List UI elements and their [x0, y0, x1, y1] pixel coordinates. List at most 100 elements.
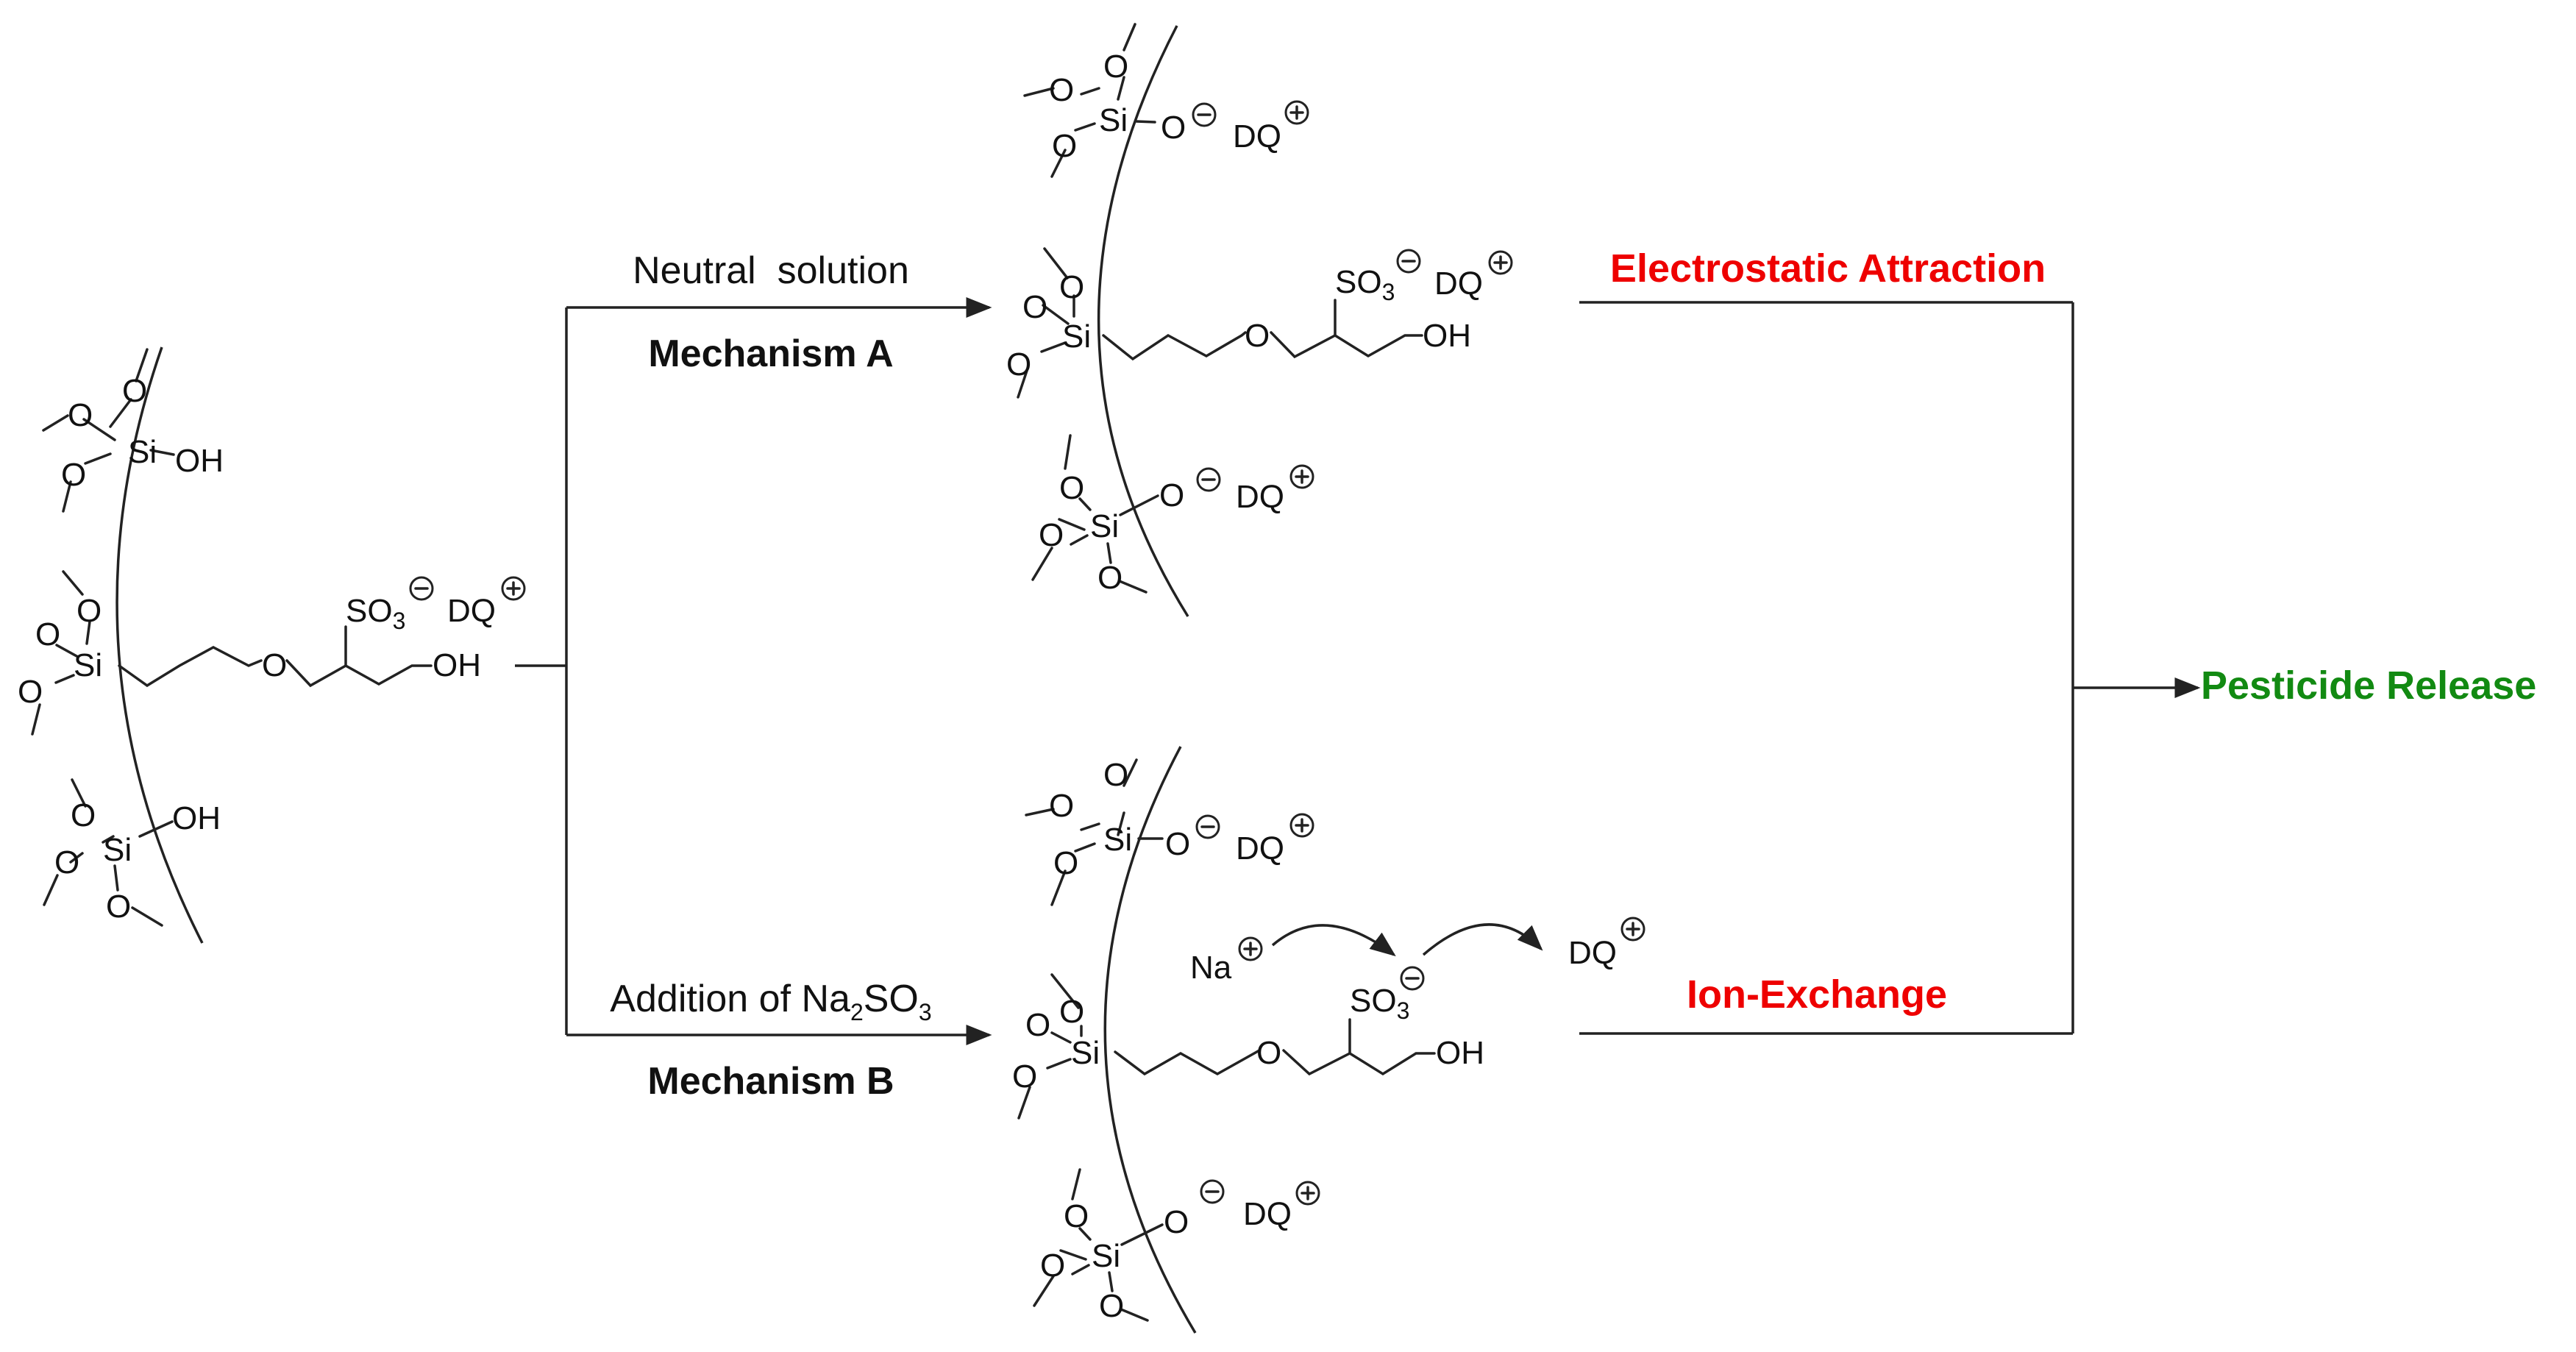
ether-o-atom: O	[1256, 1035, 1281, 1071]
o-atom: O	[1099, 1288, 1124, 1324]
result-a-label: Electrostatic Attraction	[1610, 246, 2046, 291]
plus-charge-icon	[501, 576, 526, 601]
plus-charge-icon	[1620, 917, 1645, 942]
o-atom: O	[1097, 560, 1122, 596]
o-atom: O	[1103, 49, 1128, 85]
o-atom: O	[1025, 1007, 1050, 1043]
plus-charge-icon	[1295, 1181, 1320, 1206]
o-atom: O	[71, 797, 96, 833]
sulfonate-linker-chain: O O O Si O OH SO3	[1012, 966, 1484, 1120]
o-atom: O	[1049, 788, 1074, 824]
mechanism-a-condition: Neutral solution	[633, 249, 909, 292]
minus-charge-icon	[1192, 102, 1217, 127]
sodium-ion-label: Na	[1190, 950, 1232, 986]
o-atom: O	[1164, 1204, 1189, 1240]
ether-o-atom: O	[262, 647, 287, 683]
hydroxyl-label: OH	[175, 443, 224, 479]
si-atom: Si	[1090, 508, 1119, 544]
o-atom: O	[106, 889, 131, 925]
si-atom: Si	[1071, 1035, 1100, 1071]
dq-label: DQ	[1236, 479, 1284, 515]
o-atom: O	[18, 674, 43, 710]
dq-label: DQ	[1236, 830, 1284, 867]
o-atom: O	[77, 593, 102, 629]
dq-label: DQ	[447, 593, 496, 629]
silanolate-group-upper: O O Si O O DQ	[1023, 23, 1309, 178]
o-atom: O	[68, 397, 93, 433]
minus-charge-icon	[1196, 467, 1221, 492]
silanolate-group-lower: O O Si O O DQ	[1031, 434, 1314, 596]
dq-label: DQ	[1434, 266, 1483, 302]
dq-label: DQ	[1568, 935, 1617, 971]
structure-mechanism-b: O O Si O O DQ O O O Si O OH SO3	[1012, 746, 1645, 1334]
minus-charge-icon	[1195, 814, 1220, 839]
reaction-connectors	[515, 297, 2201, 1045]
structure-mechanism-a: O O Si O O DQ O O O Si O OH SO3 DQ	[1006, 23, 1513, 617]
plus-charge-icon	[1488, 250, 1513, 275]
silica-surface	[1097, 25, 1189, 617]
si-atom: Si	[1099, 102, 1128, 138]
hydroxyl-label: OH	[172, 800, 221, 836]
o-atom: O	[1012, 1059, 1037, 1095]
o-atom: O	[1040, 1248, 1065, 1284]
silanolate-group-lower: O O Si O O DQ	[1033, 1168, 1320, 1324]
outcome-label: Pesticide Release	[2201, 663, 2536, 708]
sulfonate-linker-chain: O O O Si O OH SO3 DQ	[18, 570, 526, 736]
result-b-label: Ion-Exchange	[1687, 972, 1947, 1017]
dq-label: DQ	[1243, 1196, 1292, 1232]
o-atom: O	[1161, 110, 1186, 146]
mechanism-b-condition: Addition of Na2SO3	[610, 978, 931, 1025]
minus-charge-icon	[1396, 249, 1421, 274]
o-atom: O	[1159, 477, 1184, 513]
si-atom: Si	[1062, 319, 1091, 355]
o-atom: O	[1053, 845, 1078, 881]
o-atom: O	[1059, 269, 1084, 305]
plus-charge-icon	[1284, 100, 1309, 125]
plus-charge-icon	[1289, 464, 1314, 489]
structure-initial: Si O O O OH O O O Si O OH SO3 DQ	[18, 346, 526, 944]
plus-charge-icon	[1289, 813, 1314, 838]
o-atom: O	[1165, 826, 1190, 862]
silica-surface	[115, 346, 204, 944]
si-atom: Si	[74, 647, 102, 683]
minus-charge-icon	[1200, 1179, 1225, 1204]
silanol-group-lower: O Si O O OH	[43, 778, 221, 927]
ether-o-atom: O	[1245, 318, 1270, 354]
o-atom: O	[54, 844, 79, 880]
o-atom: O	[35, 616, 60, 652]
o-atom: O	[1064, 1198, 1089, 1234]
hydroxyl-label: OH	[433, 647, 481, 683]
minus-charge-icon	[1400, 966, 1425, 991]
hydroxyl-label: OH	[1423, 318, 1471, 354]
sulfonate-label: SO3	[346, 593, 405, 634]
o-atom: O	[1049, 72, 1074, 108]
mechanism-b-name: Mechanism B	[647, 1060, 894, 1103]
o-atom: O	[1103, 757, 1128, 793]
o-atom: O	[61, 457, 86, 493]
process-labels: Neutral solution Mechanism A Addition of…	[610, 246, 2536, 1103]
silanolate-group-upper: O O Si O O DQ	[1025, 757, 1314, 906]
plus-charge-icon	[1238, 936, 1263, 961]
o-atom: O	[1022, 289, 1047, 325]
si-atom: Si	[128, 434, 157, 470]
si-atom: Si	[1092, 1238, 1120, 1274]
silanol-group-upper: Si O O O OH	[42, 348, 224, 513]
o-atom: O	[1059, 470, 1084, 506]
curved-arrow-dq-release	[1422, 923, 1543, 956]
curved-arrow-na-to-sulfonate	[1271, 924, 1396, 957]
o-atom: O	[122, 373, 147, 409]
o-atom: O	[1059, 994, 1084, 1030]
o-atom: O	[1039, 517, 1064, 553]
si-atom: Si	[103, 832, 132, 868]
sulfonate-label: SO3	[1335, 264, 1395, 305]
dq-label: DQ	[1233, 118, 1281, 154]
ion-exchange-arrows: Na DQ	[1190, 917, 1645, 986]
minus-charge-icon	[409, 576, 434, 601]
o-atom: O	[1052, 128, 1077, 164]
sulfonate-linker-chain: O O O Si O OH SO3 DQ	[1006, 247, 1513, 399]
mechanism-a-name: Mechanism A	[648, 332, 893, 375]
o-atom: O	[1006, 346, 1031, 383]
hydroxyl-label: OH	[1436, 1035, 1484, 1071]
